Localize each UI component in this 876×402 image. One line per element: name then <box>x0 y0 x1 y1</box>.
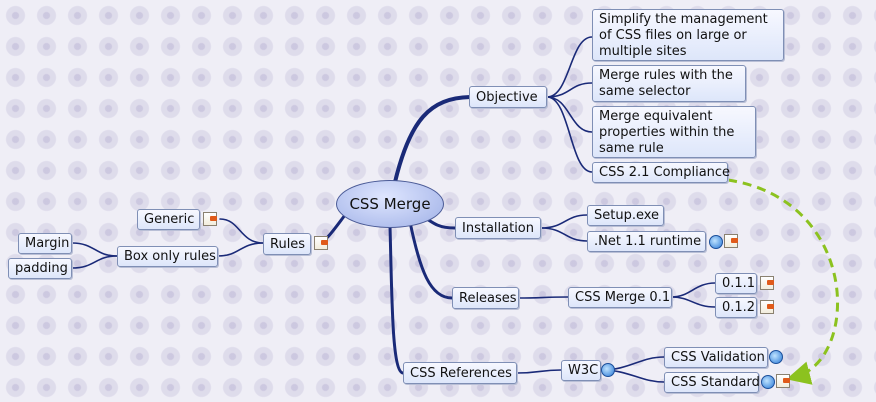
subtopic-label: .Net 1.1 runtime <box>594 234 702 249</box>
subtopic-label: Setup.exe <box>594 208 660 223</box>
topic-releases-label: Releases <box>459 290 517 306</box>
note-attachment-icon[interactable] <box>760 276 774 290</box>
subtopic-label: Merge rules with the same selector <box>599 68 733 99</box>
hyperlink-icon[interactable] <box>761 375 775 389</box>
subtopic-net-runtime[interactable]: .Net 1.1 runtime <box>587 231 706 252</box>
subtopic-objective-2[interactable]: Merge rules with the same selector <box>592 65 746 102</box>
topic-rules[interactable]: Rules <box>263 233 311 255</box>
subtopic-box-only-rules[interactable]: Box only rules <box>117 246 218 267</box>
subtopic-label: Merge equivalent properties within the s… <box>599 109 735 156</box>
release-0-1-2[interactable]: 0.1.2 <box>715 297 757 318</box>
topic-objective-label: Objective <box>476 89 538 105</box>
subtopic-label: 0.1.2 <box>722 300 756 315</box>
subtopic-label: 0.1.1 <box>722 276 756 291</box>
subtopic-css-standard[interactable]: CSS Standard <box>664 372 760 393</box>
subtopic-objective-3[interactable]: Merge equivalent properties within the s… <box>592 106 756 158</box>
subtopic-label: W3C <box>568 363 599 378</box>
subtopic-setup-exe[interactable]: Setup.exe <box>587 205 664 226</box>
subtopic-label: padding <box>15 261 68 276</box>
topic-rules-label: Rules <box>270 236 306 252</box>
subtopic-w3c[interactable]: W3C <box>561 360 601 381</box>
hyperlink-icon[interactable] <box>601 363 615 377</box>
subtopic-css-merge-0-1[interactable]: CSS Merge 0.1 <box>568 287 672 308</box>
topic-installation-label: Installation <box>462 220 535 236</box>
subtopic-label: Box only rules <box>124 249 216 264</box>
subtopic-objective-1[interactable]: Simplify the management of CSS files on … <box>592 9 784 61</box>
subtopic-label: CSS Validation <box>671 350 765 365</box>
hyperlink-icon[interactable] <box>709 235 723 249</box>
subtopic-label: Generic <box>144 212 195 227</box>
note-attachment-icon[interactable] <box>776 374 790 388</box>
subtopic-generic[interactable]: Generic <box>137 209 200 230</box>
subtopic-css-validation[interactable]: CSS Validation <box>664 347 768 368</box>
central-topic[interactable]: CSS Merge <box>336 180 444 228</box>
subtopic-padding[interactable]: padding <box>8 258 72 279</box>
topic-css-references[interactable]: CSS References <box>403 362 517 384</box>
subtopic-label: Simplify the management of CSS files on … <box>599 12 768 59</box>
note-attachment-icon[interactable] <box>314 236 328 250</box>
topic-css-references-label: CSS References <box>410 365 512 381</box>
topic-installation[interactable]: Installation <box>455 217 541 239</box>
hyperlink-icon[interactable] <box>769 350 783 364</box>
note-attachment-icon[interactable] <box>203 212 217 226</box>
subtopic-label: CSS Merge 0.1 <box>575 290 671 305</box>
subtopic-label: Margin <box>25 236 70 251</box>
subtopic-objective-4[interactable]: CSS 2.1 Compliance <box>592 162 731 183</box>
subtopic-margin[interactable]: Margin <box>18 233 72 254</box>
note-attachment-icon[interactable] <box>760 300 774 314</box>
subtopic-label: CSS 2.1 Compliance <box>599 165 731 180</box>
subtopic-label: CSS Standard <box>671 375 760 390</box>
topic-releases[interactable]: Releases <box>452 287 519 309</box>
topic-objective[interactable]: Objective <box>469 86 547 108</box>
release-0-1-1[interactable]: 0.1.1 <box>715 273 757 294</box>
relationship-arrow <box>727 178 840 385</box>
note-attachment-icon[interactable] <box>724 234 738 248</box>
central-topic-label: CSS Merge <box>349 195 431 213</box>
